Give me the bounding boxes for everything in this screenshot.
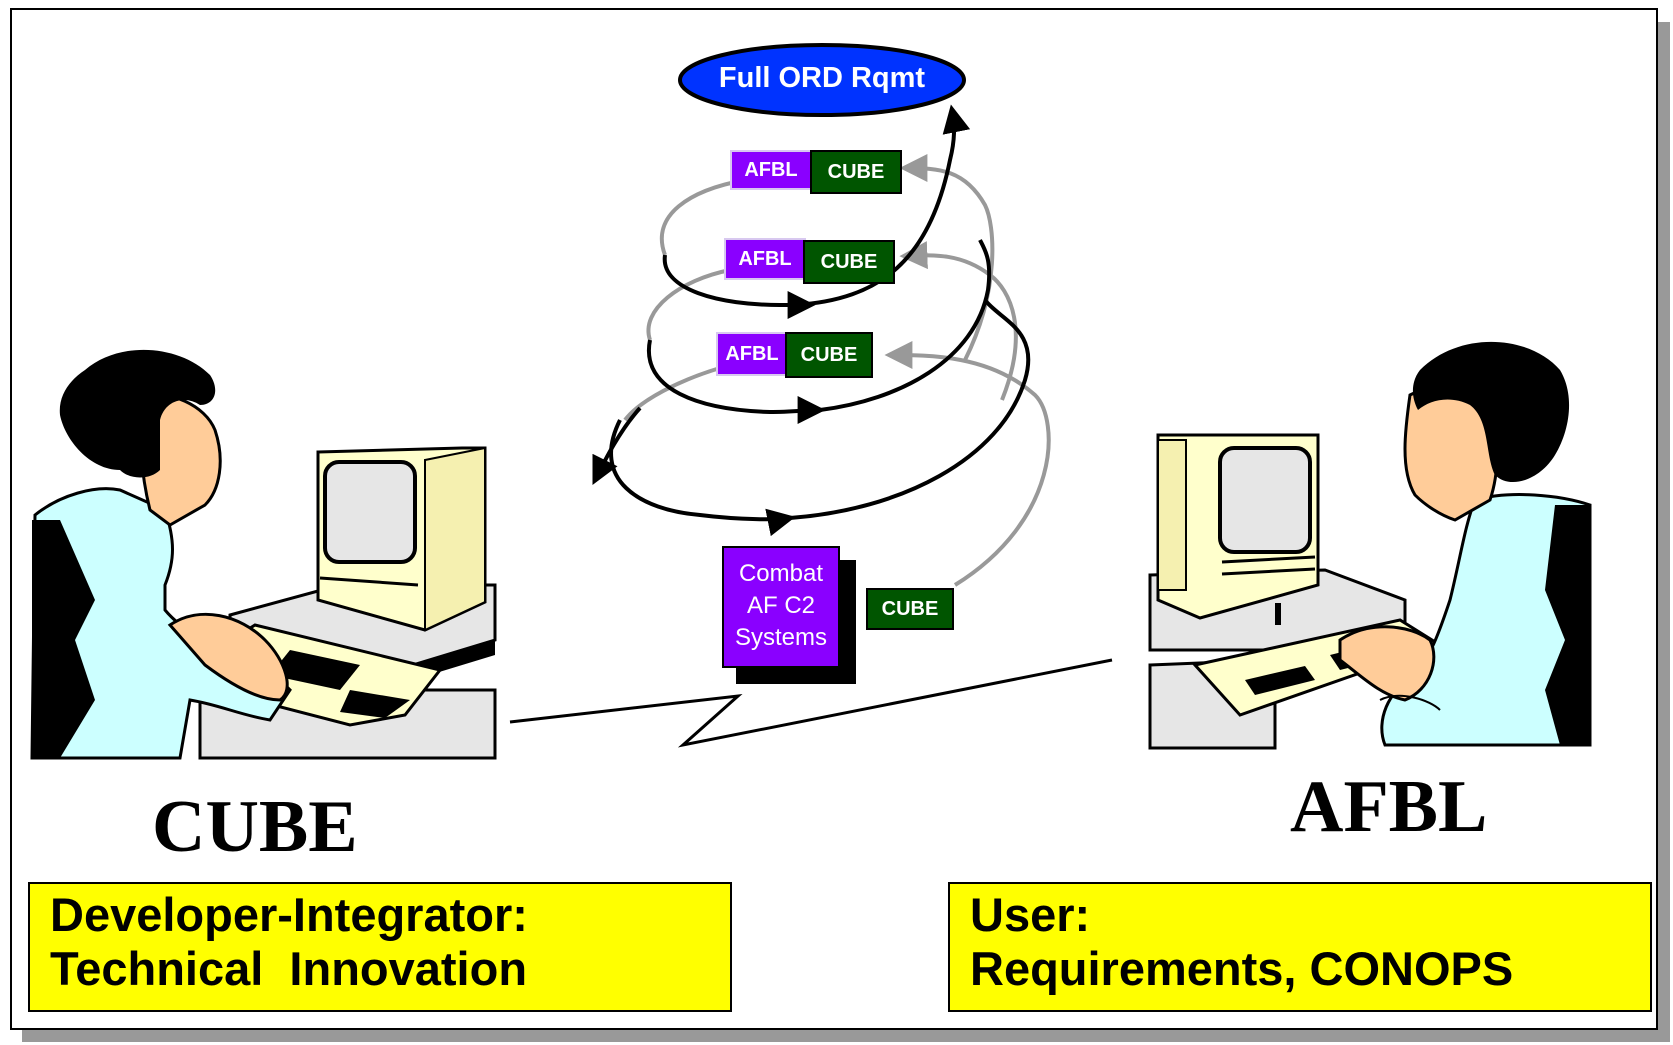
iteration-3-afbl-tag: AFBL <box>716 332 788 376</box>
right-name-label: AFBL <box>1290 766 1488 848</box>
spiral-front-black <box>592 104 1031 537</box>
iteration-2-cube-tag: CUBE <box>803 240 895 284</box>
developer-role-line-1: Developer-Integrator: <box>50 888 528 941</box>
iteration-1-afbl-tag: AFBL <box>730 150 812 190</box>
combat-line-3: Systems <box>734 624 827 651</box>
developer-role-line-2: Technical Innovation <box>50 942 528 995</box>
left-name-label: CUBE <box>152 786 358 868</box>
combat-line-2: AF C2 <box>746 592 815 619</box>
start-cube-tag: CUBE <box>866 588 954 630</box>
user-workstation <box>1148 341 1592 750</box>
combat-systems-box: Combat AF C2 Systems <box>722 546 840 668</box>
developer-workstation <box>30 349 497 760</box>
iteration-2-afbl-tag: AFBL <box>724 238 806 280</box>
network-link <box>509 658 1113 748</box>
developer-role-box: Developer-Integrator: Technical Innovati… <box>28 882 732 1012</box>
goal-label: Full ORD Rqmt <box>718 62 926 94</box>
iteration-1-cube-tag: CUBE <box>810 150 902 194</box>
left-computer-icon <box>316 446 487 632</box>
user-role-line-2: Requirements, CONOPS <box>970 942 1514 995</box>
user-person-icon <box>1338 341 1592 747</box>
goal-ellipse <box>678 43 966 117</box>
right-computer-icon <box>1156 433 1320 625</box>
iteration-3-cube-tag: CUBE <box>785 332 873 378</box>
developer-person-icon <box>30 349 292 760</box>
user-role-line-1: User: <box>970 888 1091 941</box>
combat-line-1: Combat <box>738 560 824 587</box>
user-role-box: User: Requirements, CONOPS <box>948 882 1652 1012</box>
